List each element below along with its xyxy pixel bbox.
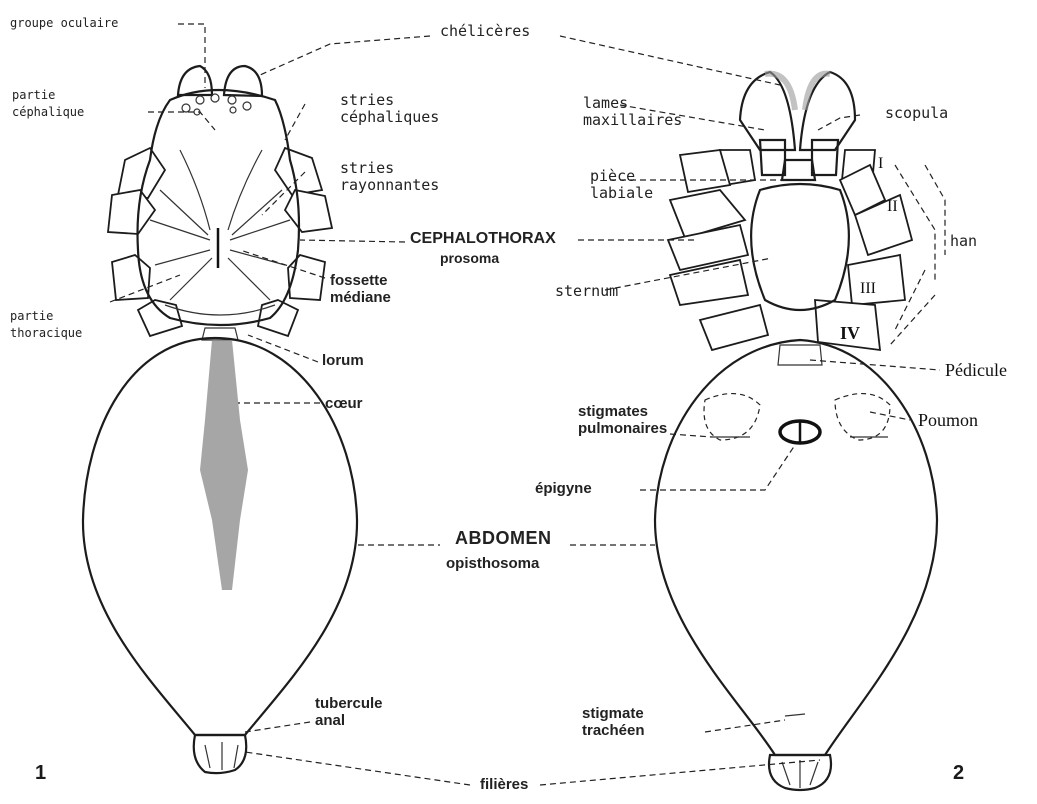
label-cheliceres: chélicères	[440, 23, 530, 40]
coxa-numeral-4: IV	[840, 325, 860, 342]
label-coeur: cœur	[325, 395, 363, 412]
leg-stub	[138, 300, 182, 336]
label-stries-cephaliques: stries céphaliques	[340, 92, 439, 126]
dorsal-view	[83, 66, 357, 773]
label-piece-labiale: pièce labiale	[590, 168, 653, 202]
label-abdomen: ABDOMEN	[455, 530, 552, 547]
ventral-view	[655, 72, 937, 790]
coxa-numeral-3: III	[860, 280, 876, 297]
label-cephalothorax: CEPHALOTHORAX	[410, 230, 556, 247]
carapace-rim	[165, 305, 275, 315]
label-groupe-oculaire: groupe oculaire	[10, 15, 118, 32]
label-opisthosoma: opisthosoma	[446, 555, 539, 572]
label-lames-maxillaires: lames maxillaires	[583, 95, 682, 129]
leg-stub	[112, 255, 150, 300]
maxilla-left	[760, 140, 785, 175]
label-han: han	[950, 233, 977, 250]
label-epigyne: épigyne	[535, 480, 592, 497]
leg-stub	[258, 300, 298, 336]
coxa-III	[848, 255, 905, 305]
label-poumon: Poumon	[918, 412, 978, 429]
coxa-numeral-1: I	[878, 155, 883, 172]
striae	[150, 150, 290, 300]
leg-stub	[275, 148, 322, 195]
heart-stipple	[200, 340, 248, 590]
label-stigmate-tracheen: stigmate trachéen	[582, 705, 645, 739]
lung-right	[835, 394, 890, 440]
sternum-shape	[751, 184, 849, 310]
coxa-numeral-2: II	[887, 198, 898, 215]
label-stries-rayonnantes: stries rayonnantes	[340, 160, 439, 194]
label-lorum: lorum	[322, 352, 364, 369]
spiracle	[785, 714, 805, 716]
leg-stub	[285, 190, 332, 232]
label-filieres: filières	[480, 776, 528, 793]
label-sternum: sternum	[555, 283, 618, 300]
label-tubercule-anal: tubercule anal	[315, 695, 383, 729]
pedicel-shape	[778, 345, 822, 365]
abdomen-outline	[655, 340, 937, 755]
figure-number-2: 2	[953, 762, 964, 785]
spinnerets	[194, 735, 247, 773]
label-fossette-mediane: fossette médiane	[330, 272, 391, 306]
label-partie-thoracique: partie thoracique	[10, 308, 82, 342]
maxilla-right	[812, 140, 838, 175]
labium	[782, 160, 815, 180]
chelicera-right	[800, 72, 855, 150]
lung-left	[704, 394, 760, 440]
label-scopula: scopula	[885, 105, 948, 122]
label-stigmates-pulmonaires: stigmates pulmonaires	[578, 403, 667, 437]
figure-number-1: 1	[35, 762, 46, 785]
label-partie-cephalique: partie céphalique	[12, 87, 84, 121]
carapace	[138, 90, 300, 325]
label-prosoma: prosoma	[440, 250, 499, 267]
label-pedicule: Pédicule	[945, 362, 1007, 379]
